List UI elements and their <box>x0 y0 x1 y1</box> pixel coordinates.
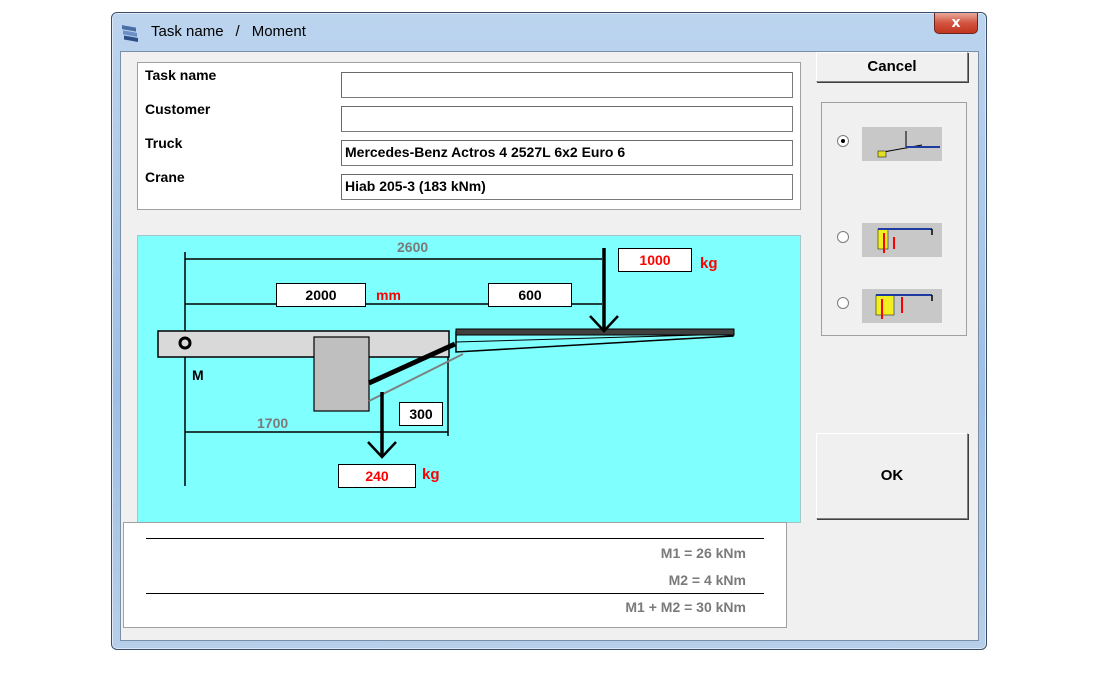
crane-weight-field[interactable]: 240 <box>338 464 416 488</box>
results-panel: M1 = 26 kNm M2 = 4 kNm M1 + M2 = 30 kNm <box>123 522 787 628</box>
crane-folded-icon <box>877 131 940 158</box>
dialog-window: Task name / Moment x Task name Customer Tr… <box>111 12 987 650</box>
load-weight-field[interactable]: 1000 <box>618 248 692 272</box>
crane-row: Crane Hiab 205-3 (183 kNm) <box>138 169 800 200</box>
load-unit-label: kg <box>700 255 718 272</box>
crane-offset-field[interactable]: 300 <box>399 402 443 426</box>
crane-label: Crane <box>145 169 185 185</box>
app-icon <box>121 22 141 42</box>
title-section: Moment <box>251 23 306 40</box>
customer-label: Customer <box>145 101 211 117</box>
m1-result: M1 = 26 kNm <box>660 545 746 561</box>
segment-b-field[interactable]: 600 <box>488 283 572 307</box>
truck-field[interactable]: Mercedes-Benz Actros 4 2527L 6x2 Euro 6 <box>341 140 793 166</box>
task-info-panel: Task name Customer Truck Mercedes-Benz A… <box>137 62 801 210</box>
option-3-radio[interactable] <box>837 297 849 309</box>
results-divider-top <box>146 538 764 539</box>
client-area: Task name Customer Truck Mercedes-Benz A… <box>120 51 979 641</box>
option-1-radio[interactable] <box>837 135 849 147</box>
crane-distance-label: 1700 <box>251 415 295 431</box>
moment-diagram: 2600 1000 kg 2000 mm 600 M 300 1700 240 … <box>137 235 801 523</box>
crane-single-load-icon <box>877 228 933 253</box>
cancel-button[interactable]: Cancel <box>816 52 968 82</box>
total-moment-result: M1 + M2 = 30 kNm <box>625 599 746 615</box>
option-1-image[interactable] <box>862 127 942 161</box>
task-name-field[interactable] <box>341 72 793 98</box>
m2-result: M2 = 4 kNm <box>668 572 746 588</box>
crane-unit-label: kg <box>422 466 440 483</box>
title-bar[interactable]: Task name / Moment x <box>112 13 986 51</box>
truck-label: Truck <box>145 135 183 151</box>
option-2-radio[interactable] <box>837 231 849 243</box>
close-icon: x <box>951 15 961 31</box>
customer-field[interactable] <box>341 106 793 132</box>
task-name-label: Task name <box>145 67 217 83</box>
crane-field[interactable]: Hiab 205-3 (183 kNm) <box>341 174 793 200</box>
title-task-name: Task name <box>151 23 224 40</box>
total-length-label: 2600 <box>391 239 435 255</box>
close-button[interactable]: x <box>934 13 978 34</box>
option-3-image[interactable] <box>862 289 942 323</box>
window-title: Task name / Moment <box>151 23 306 40</box>
truck-row: Truck Mercedes-Benz Actros 4 2527L 6x2 E… <box>138 135 800 166</box>
segment-unit-label: mm <box>376 287 401 303</box>
title-separator: / <box>235 23 240 40</box>
crane-double-load-icon <box>875 294 933 319</box>
task-name-row: Task name <box>138 67 800 98</box>
segment-a-field[interactable]: 2000 <box>276 283 366 307</box>
diagram-drawing <box>157 248 735 486</box>
load-options-panel <box>821 102 967 336</box>
pivot-m-label: M <box>192 367 204 383</box>
option-2-image[interactable] <box>862 223 942 257</box>
results-divider-bottom <box>146 593 764 594</box>
customer-row: Customer <box>138 101 800 132</box>
ok-button[interactable]: OK <box>816 433 968 519</box>
